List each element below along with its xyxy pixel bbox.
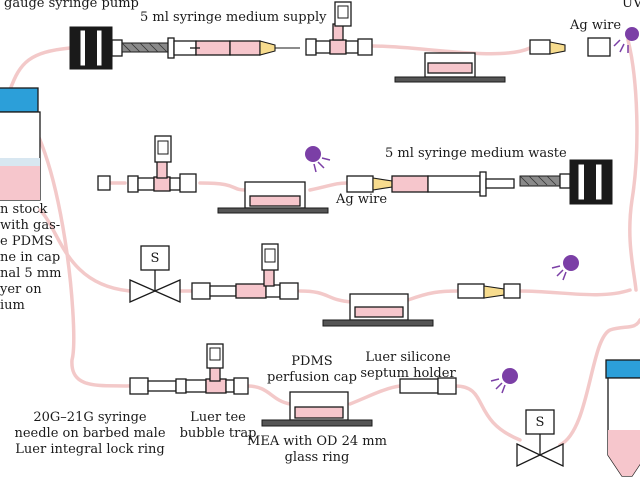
ag-wire-mid-label: Ag wire — [336, 192, 388, 207]
uv-label: UV — [622, 0, 640, 11]
luer-tee-label-line: bubble trap — [179, 426, 257, 441]
stock-line: ium — [0, 298, 25, 313]
luer-tee-3 — [191, 243, 299, 300]
tubing-row2-chamber-to-ag — [308, 181, 349, 192]
pinch-valve-1 — [129, 245, 181, 303]
tubing-supply-to-bottle — [8, 46, 72, 92]
ag-wire-top-label: Ag wire — [570, 18, 622, 33]
needle-label-line: Luer integral lock ring — [15, 442, 165, 457]
mea-chamber-4 — [261, 391, 373, 427]
syringe-waste — [391, 171, 571, 197]
uv-lamp-row3 — [551, 255, 579, 281]
valve-2-label: S — [535, 415, 545, 430]
waste-reservoir-tube — [605, 359, 640, 477]
pinch-valve-2 — [516, 409, 564, 468]
stock-line: ne in cap — [0, 250, 61, 265]
syringe-pump-2 — [569, 159, 613, 205]
stock-line: e PDMS — [0, 234, 54, 249]
stock-line: nal 5 mm — [0, 266, 62, 281]
medium-stock-bottle — [0, 87, 41, 201]
septum-holder-row4 — [399, 377, 457, 395]
tubing-row3-to-right — [518, 288, 632, 297]
mea-chamber-2 — [217, 181, 329, 214]
stock-line: n stock — [0, 202, 48, 217]
mea-chamber-1 — [394, 52, 506, 83]
ag-wire-connector-top — [529, 37, 611, 57]
mea-label-line: MEA with OD 24 mm — [247, 434, 387, 449]
tubing-bottle-to-row4 — [8, 98, 132, 388]
mea-chamber-3 — [322, 293, 434, 327]
septum-connector-row3 — [457, 283, 521, 299]
tubing-valve-to-reservoir — [558, 318, 640, 447]
uv-lamp-top — [613, 27, 639, 53]
ag-wire-connector-mid — [346, 175, 393, 193]
stock-line: yer on — [0, 282, 42, 297]
valve-1-label: S — [150, 251, 160, 266]
pdms-cap-label-line: PDMS — [291, 354, 333, 369]
syringe-pump-1 — [69, 26, 113, 70]
uv-lamp-row2 — [305, 146, 331, 173]
mea-label-line: glass ring — [284, 450, 350, 465]
septum-label-line: Luer silicone — [365, 350, 451, 365]
syringe-pump-label: gauge syringe pump — [4, 0, 139, 11]
tubing-right-edge — [626, 38, 639, 292]
medium-supply-label: 5 ml syringe medium supply — [140, 10, 327, 25]
medium-waste-label: 5 ml syringe medium waste — [385, 146, 567, 161]
luer-tee-2 — [127, 135, 197, 193]
luer-tee-label-line: Luer tee — [190, 410, 246, 425]
needle-connector-row2 — [97, 175, 111, 191]
tubing — [8, 38, 640, 447]
tubing-supply-to-chamber1 — [371, 44, 532, 56]
septum-label-line: septum holder — [360, 366, 456, 381]
tubing-row2-to-chamber — [198, 181, 247, 192]
tubing-row3-to-chamber — [298, 289, 354, 304]
needle-connector-row4 — [129, 377, 177, 395]
luer-tee-4 — [175, 343, 249, 395]
pdms-cap-label-line: perfusion cap — [267, 370, 357, 385]
stock-line: with gas- — [0, 218, 61, 233]
tubing-row4-chamber-to-septum — [348, 384, 402, 406]
needle-label-line: needle on barbed male — [14, 426, 166, 441]
tubing-row3-chamber-to-septum — [406, 289, 460, 302]
tubing-row4-to-valve — [453, 384, 522, 442]
needle-label-line: 20G–21G syringe — [33, 410, 147, 425]
tubing-row4-to-chamber — [245, 384, 292, 406]
uv-lamp-row4 — [490, 368, 518, 394]
syringe-supply — [111, 37, 300, 59]
luer-tee-1 — [305, 1, 373, 56]
